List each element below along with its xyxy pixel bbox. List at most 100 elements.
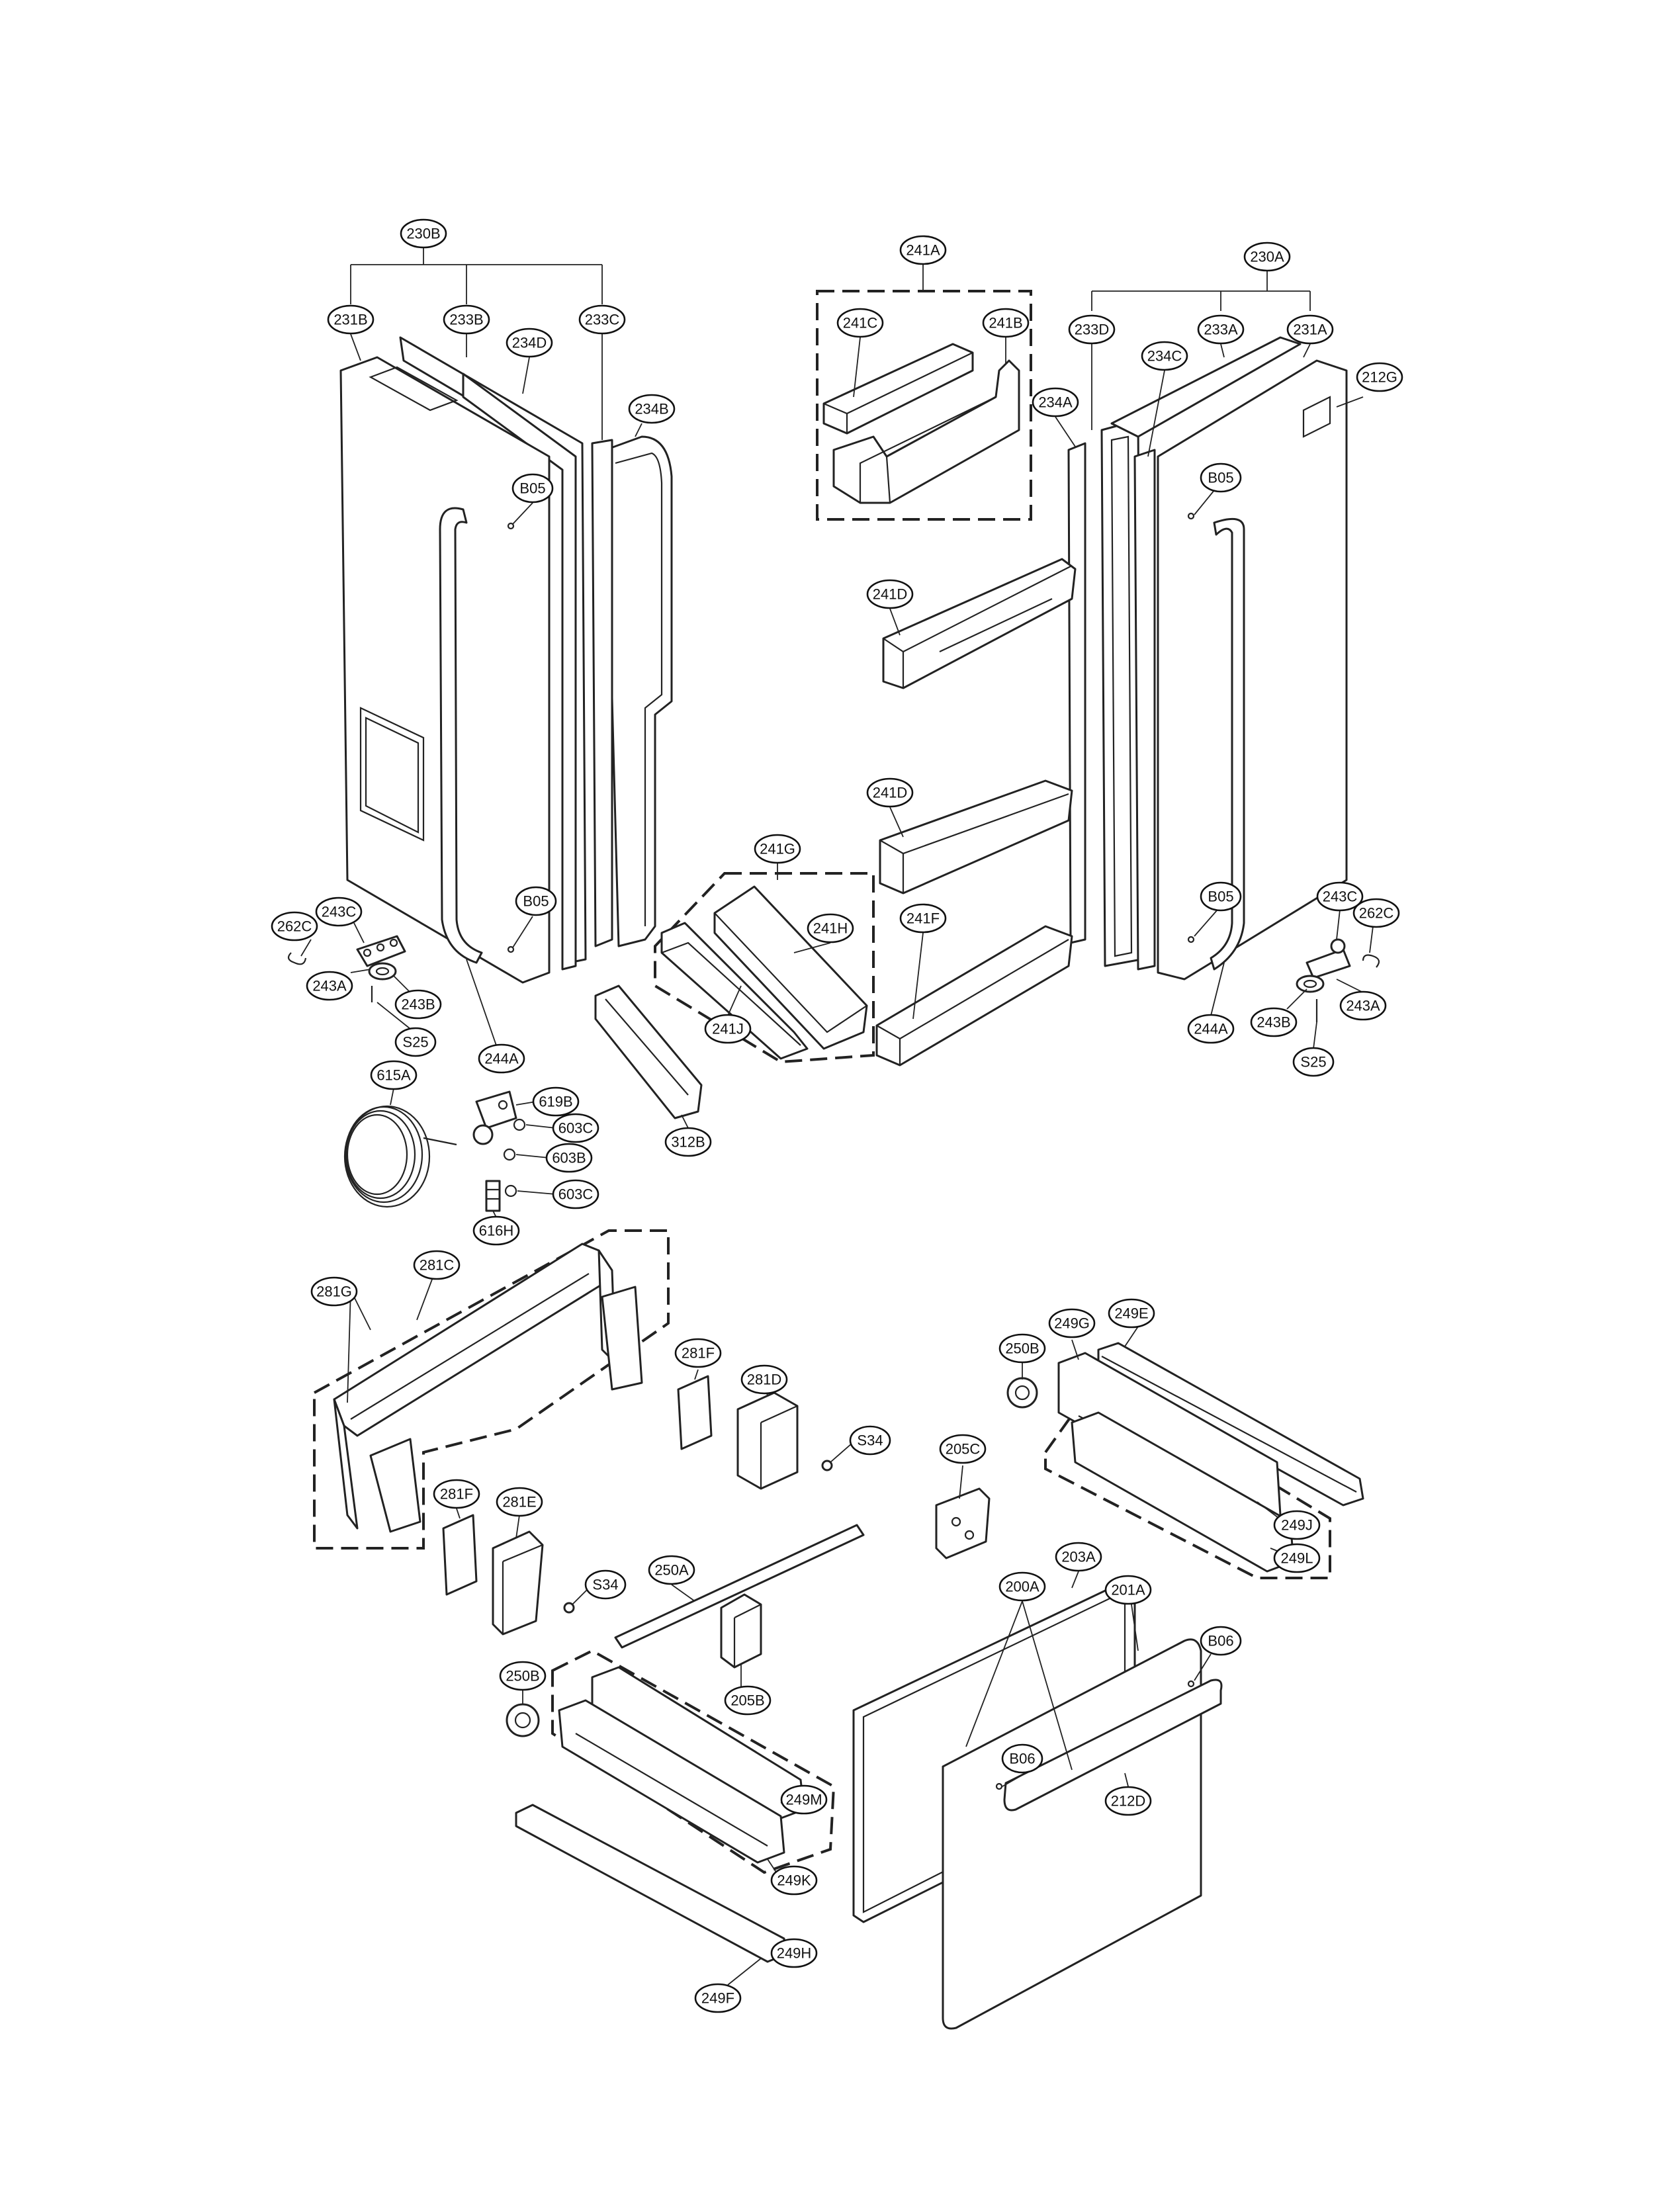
drawer-handle-212D (1003, 1679, 1223, 1812)
callout-249K: 249K (770, 1865, 818, 1896)
svg-text:230A: 230A (1250, 249, 1284, 265)
callout-241F: 241F (899, 903, 947, 934)
svg-text:249G: 249G (1054, 1315, 1090, 1332)
callout-249L: 249L (1273, 1543, 1321, 1573)
svg-text:241D: 241D (873, 785, 908, 801)
callout-B05-left-upper: B05 (511, 473, 554, 503)
svg-text:241H: 241H (813, 920, 848, 937)
callout-249G: 249G (1048, 1308, 1096, 1338)
callout-312B: 312B (664, 1127, 712, 1157)
callout-234C: 234C (1141, 341, 1188, 371)
svg-text:B06: B06 (1208, 1633, 1233, 1649)
callout-labels: 230B 231B 233B 234D 233C 234B 241A 241C … (271, 218, 1403, 2013)
svg-text:203A: 203A (1061, 1549, 1096, 1565)
callout-243C-right: 243C (1316, 881, 1364, 912)
svg-text:234C: 234C (1147, 348, 1182, 365)
right-door-handle (1210, 517, 1245, 971)
door-liner-234B (604, 435, 673, 947)
callout-241H: 241H (807, 913, 854, 943)
group-box-241A (816, 290, 1032, 521)
svg-text:281F: 281F (682, 1345, 715, 1362)
svg-text:244A: 244A (484, 1051, 519, 1067)
svg-text:603B: 603B (552, 1150, 586, 1166)
callout-B06-left: B06 (1001, 1743, 1043, 1774)
callout-616H: 616H (472, 1215, 520, 1246)
svg-text:281G: 281G (316, 1284, 352, 1300)
callout-203A: 203A (1055, 1542, 1102, 1572)
callout-S25-left: S25 (394, 1027, 437, 1057)
svg-text:281C: 281C (420, 1257, 455, 1274)
door-bin-241B (832, 359, 1020, 504)
svg-text:262C: 262C (277, 918, 312, 935)
ring-603C-lower (504, 1184, 517, 1198)
svg-text:241J: 241J (712, 1021, 744, 1037)
svg-text:244A: 244A (1194, 1021, 1228, 1037)
svg-text:603C: 603C (558, 1120, 594, 1137)
left-lower-hinge (287, 935, 406, 1002)
callout-230B: 230B (400, 218, 447, 249)
svg-text:250B: 250B (1005, 1340, 1039, 1357)
door-strip-233C (591, 439, 613, 947)
door-bin-241D-lower (879, 779, 1073, 895)
gear-250B-lower (506, 1703, 540, 1737)
svg-text:312B: 312B (671, 1134, 705, 1151)
svg-text:249E: 249E (1114, 1305, 1148, 1322)
part-205C (935, 1487, 991, 1559)
screw-S34-upper (821, 1460, 833, 1471)
group-box-241G (654, 872, 875, 1064)
svg-text:S25: S25 (402, 1034, 428, 1051)
svg-text:615A: 615A (376, 1067, 411, 1084)
callout-281F-lower: 281F (433, 1479, 480, 1509)
callout-233D: 233D (1068, 314, 1116, 345)
svg-text:262C: 262C (1359, 905, 1394, 922)
callout-212G: 212G (1356, 362, 1403, 392)
svg-text:243B: 243B (1257, 1014, 1290, 1031)
svg-text:281D: 281D (747, 1372, 782, 1388)
callout-244A-right: 244A (1187, 1014, 1235, 1044)
svg-text:231A: 231A (1293, 322, 1327, 338)
right-door-panel (1157, 359, 1348, 981)
callout-249J: 249J (1273, 1510, 1321, 1540)
svg-text:233C: 233C (585, 312, 620, 328)
part-312B (594, 985, 703, 1119)
door-gasket-234C (1133, 449, 1156, 971)
callout-250B-upper: 250B (998, 1333, 1046, 1364)
svg-text:212D: 212D (1111, 1793, 1146, 1810)
door-bin-241C (822, 343, 974, 435)
callout-281D: 281D (740, 1364, 788, 1395)
callout-281C: 281C (413, 1250, 461, 1280)
callout-241A: 241A (899, 235, 947, 265)
svg-text:212G: 212G (1362, 369, 1397, 386)
svg-text:B05: B05 (1208, 889, 1233, 905)
callout-241C: 241C (836, 308, 884, 338)
callout-231A: 231A (1286, 314, 1334, 345)
door-strip-234A (1067, 442, 1086, 944)
svg-text:243A: 243A (312, 978, 347, 994)
callout-200A: 200A (998, 1571, 1046, 1602)
group-box-281C (313, 1229, 670, 1550)
callout-250B-lower: 250B (499, 1661, 547, 1691)
svg-text:616H: 616H (479, 1223, 514, 1239)
svg-text:233A: 233A (1204, 322, 1238, 338)
callout-244A-left: 244A (478, 1043, 525, 1074)
callout-243A-left: 243A (306, 971, 353, 1001)
callout-S34-lower: S34 (584, 1569, 627, 1600)
svg-text:241F: 241F (906, 910, 940, 927)
svg-text:S34: S34 (857, 1432, 883, 1449)
svg-text:B06: B06 (1009, 1751, 1035, 1767)
callout-205C: 205C (939, 1434, 987, 1464)
door-gasket-233A (1110, 336, 1302, 438)
callout-B05-right-lower: B05 (1200, 881, 1242, 912)
svg-text:S25: S25 (1300, 1054, 1326, 1071)
svg-text:205B: 205B (730, 1692, 764, 1709)
svg-text:249H: 249H (777, 1945, 812, 1962)
right-lower-hinge (1296, 938, 1380, 1022)
callout-241J: 241J (704, 1014, 752, 1044)
svg-text:B05: B05 (519, 480, 545, 497)
svg-text:200A: 200A (1005, 1579, 1039, 1595)
callout-615A: 615A (370, 1060, 418, 1090)
part-281F-upper (677, 1375, 713, 1450)
svg-text:243C: 243C (322, 904, 357, 920)
callout-243C-left: 243C (315, 897, 363, 927)
callout-B05-right-upper: B05 (1200, 462, 1242, 493)
